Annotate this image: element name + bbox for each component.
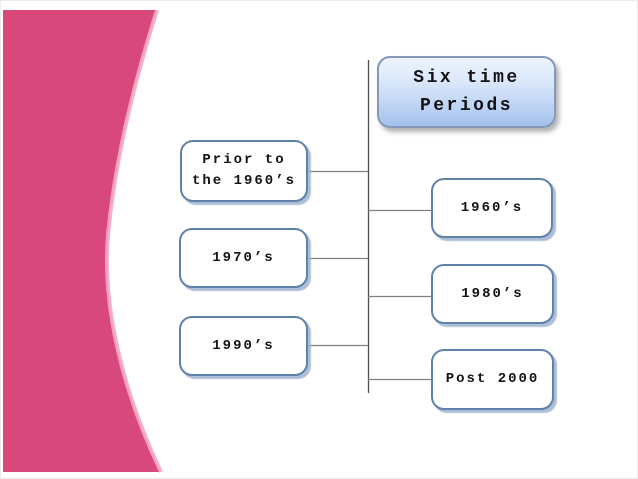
node-label: Post 2000: [445, 371, 540, 387]
node-post-2000: Post 2000: [431, 349, 554, 410]
node-label: 1960’s: [460, 199, 524, 216]
root-node-label-line2: Periods: [419, 96, 514, 116]
root-node-six-time-periods: Six time Periods: [377, 56, 556, 128]
pink-accent-highlight-edge: [104, 9, 163, 473]
node-1990s: 1990’s: [179, 316, 308, 376]
root-node-label-line1: Six time: [413, 68, 520, 88]
node-label: 1990’s: [212, 337, 275, 354]
node-prior-to-the-1960s: Prior to the 1960’s: [180, 140, 308, 202]
node-label: 1980’s: [461, 285, 524, 302]
pink-accent-shape: [3, 10, 161, 472]
node-label-line2: the 1960’s: [191, 173, 296, 189]
node-1960s: 1960’s: [431, 178, 553, 238]
node-label: 1970’s: [212, 249, 275, 266]
node-1970s: 1970’s: [179, 228, 308, 288]
node-label-line1: Prior to: [202, 152, 286, 168]
node-1980s: 1980’s: [431, 264, 554, 324]
